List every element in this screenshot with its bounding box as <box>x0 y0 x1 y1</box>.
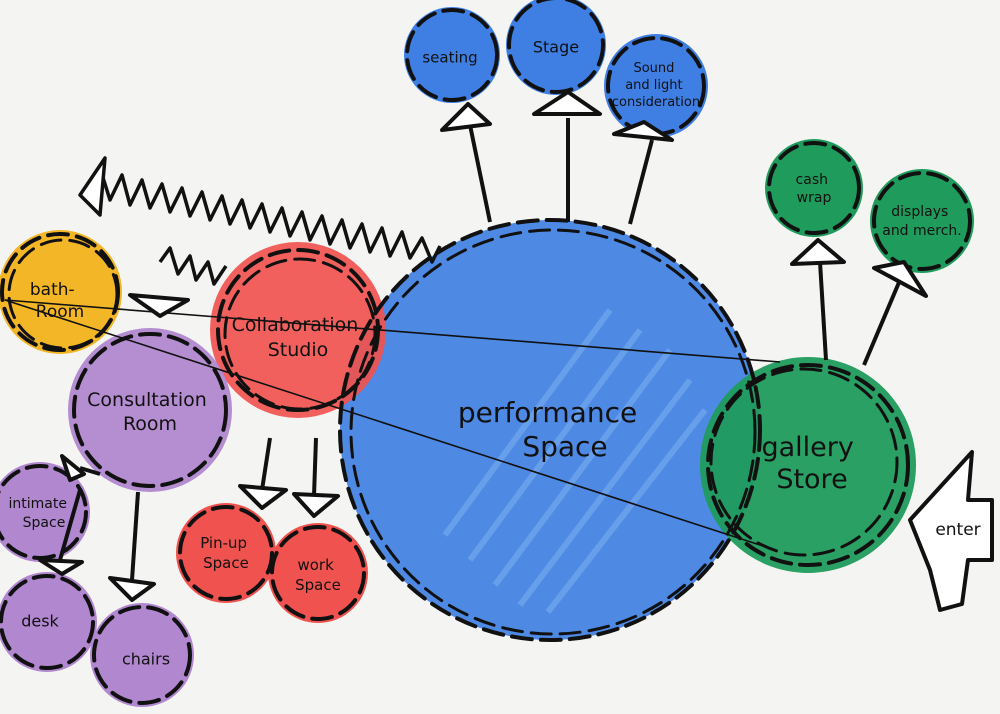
entry-arrow: enter <box>908 450 994 612</box>
relationship-arrows <box>38 90 928 602</box>
displays-label: displays and merch. <box>882 204 962 239</box>
bathroom-label: bath- Room <box>30 280 84 322</box>
sound-fill <box>604 34 708 138</box>
intimate-label: intimate Space <box>9 496 72 531</box>
cashwrap-fill <box>765 139 863 237</box>
bubble-outlines <box>0 0 972 705</box>
consultation-room-fill <box>68 328 232 492</box>
arrow-collab-to-work <box>292 437 340 518</box>
stage-fill <box>506 0 606 95</box>
sound-label: Sound and light consideration <box>612 61 700 110</box>
arrow-performance-to-stage <box>532 90 602 222</box>
zigzag-collab-to-bathroom <box>158 246 228 286</box>
gallery-store-label: gallery Store <box>762 432 863 495</box>
desk-fill <box>0 572 97 672</box>
pinup-fill <box>176 503 276 603</box>
arrow-performance-to-seating <box>440 102 492 223</box>
axis-lines <box>4 299 781 546</box>
work-fill <box>268 523 368 623</box>
collaboration-studio-fill <box>210 242 386 418</box>
consultation-room-label: Consultation Room <box>87 389 213 435</box>
arrow-consult-to-desk <box>38 489 84 576</box>
bubble-fills <box>0 0 974 707</box>
performance-highlight-strokes <box>442 308 708 614</box>
zigzag-connectors <box>78 156 442 286</box>
seating-fill <box>404 7 500 103</box>
collaboration-studio-label: Collaboration Studio <box>232 314 365 361</box>
zigzag-arrowhead <box>78 156 107 217</box>
entry-label: enter <box>935 520 980 540</box>
work-label: work Space <box>295 556 341 594</box>
seating-label: seating <box>422 49 477 67</box>
arrow-consult-to-chairs <box>108 491 156 602</box>
performance-space-label: performance Space <box>458 396 646 463</box>
displays-fill <box>870 169 974 273</box>
stage-label: Stage <box>533 38 579 57</box>
arrow-consult-to-intimate <box>60 454 101 482</box>
bathroom-fill <box>0 230 122 354</box>
arrow-performance-to-sound <box>612 120 674 225</box>
bubble-labels: performance Space gallery Store Collabor… <box>9 38 962 669</box>
arrow-gallery-to-cashwrap <box>790 238 846 361</box>
cashwrap-label: cash wrap <box>796 172 833 206</box>
zigzag-performance-to-bathroom <box>93 166 442 264</box>
chairs-fill <box>90 603 194 707</box>
arrow-bathroom-to-consult <box>128 293 190 318</box>
arrow-gallery-to-displays <box>862 260 928 366</box>
desk-label: desk <box>21 612 59 631</box>
chairs-label: chairs <box>122 650 170 669</box>
pinup-label: Pin-up Space <box>200 534 252 572</box>
arrow-collab-to-pinup <box>238 437 288 510</box>
